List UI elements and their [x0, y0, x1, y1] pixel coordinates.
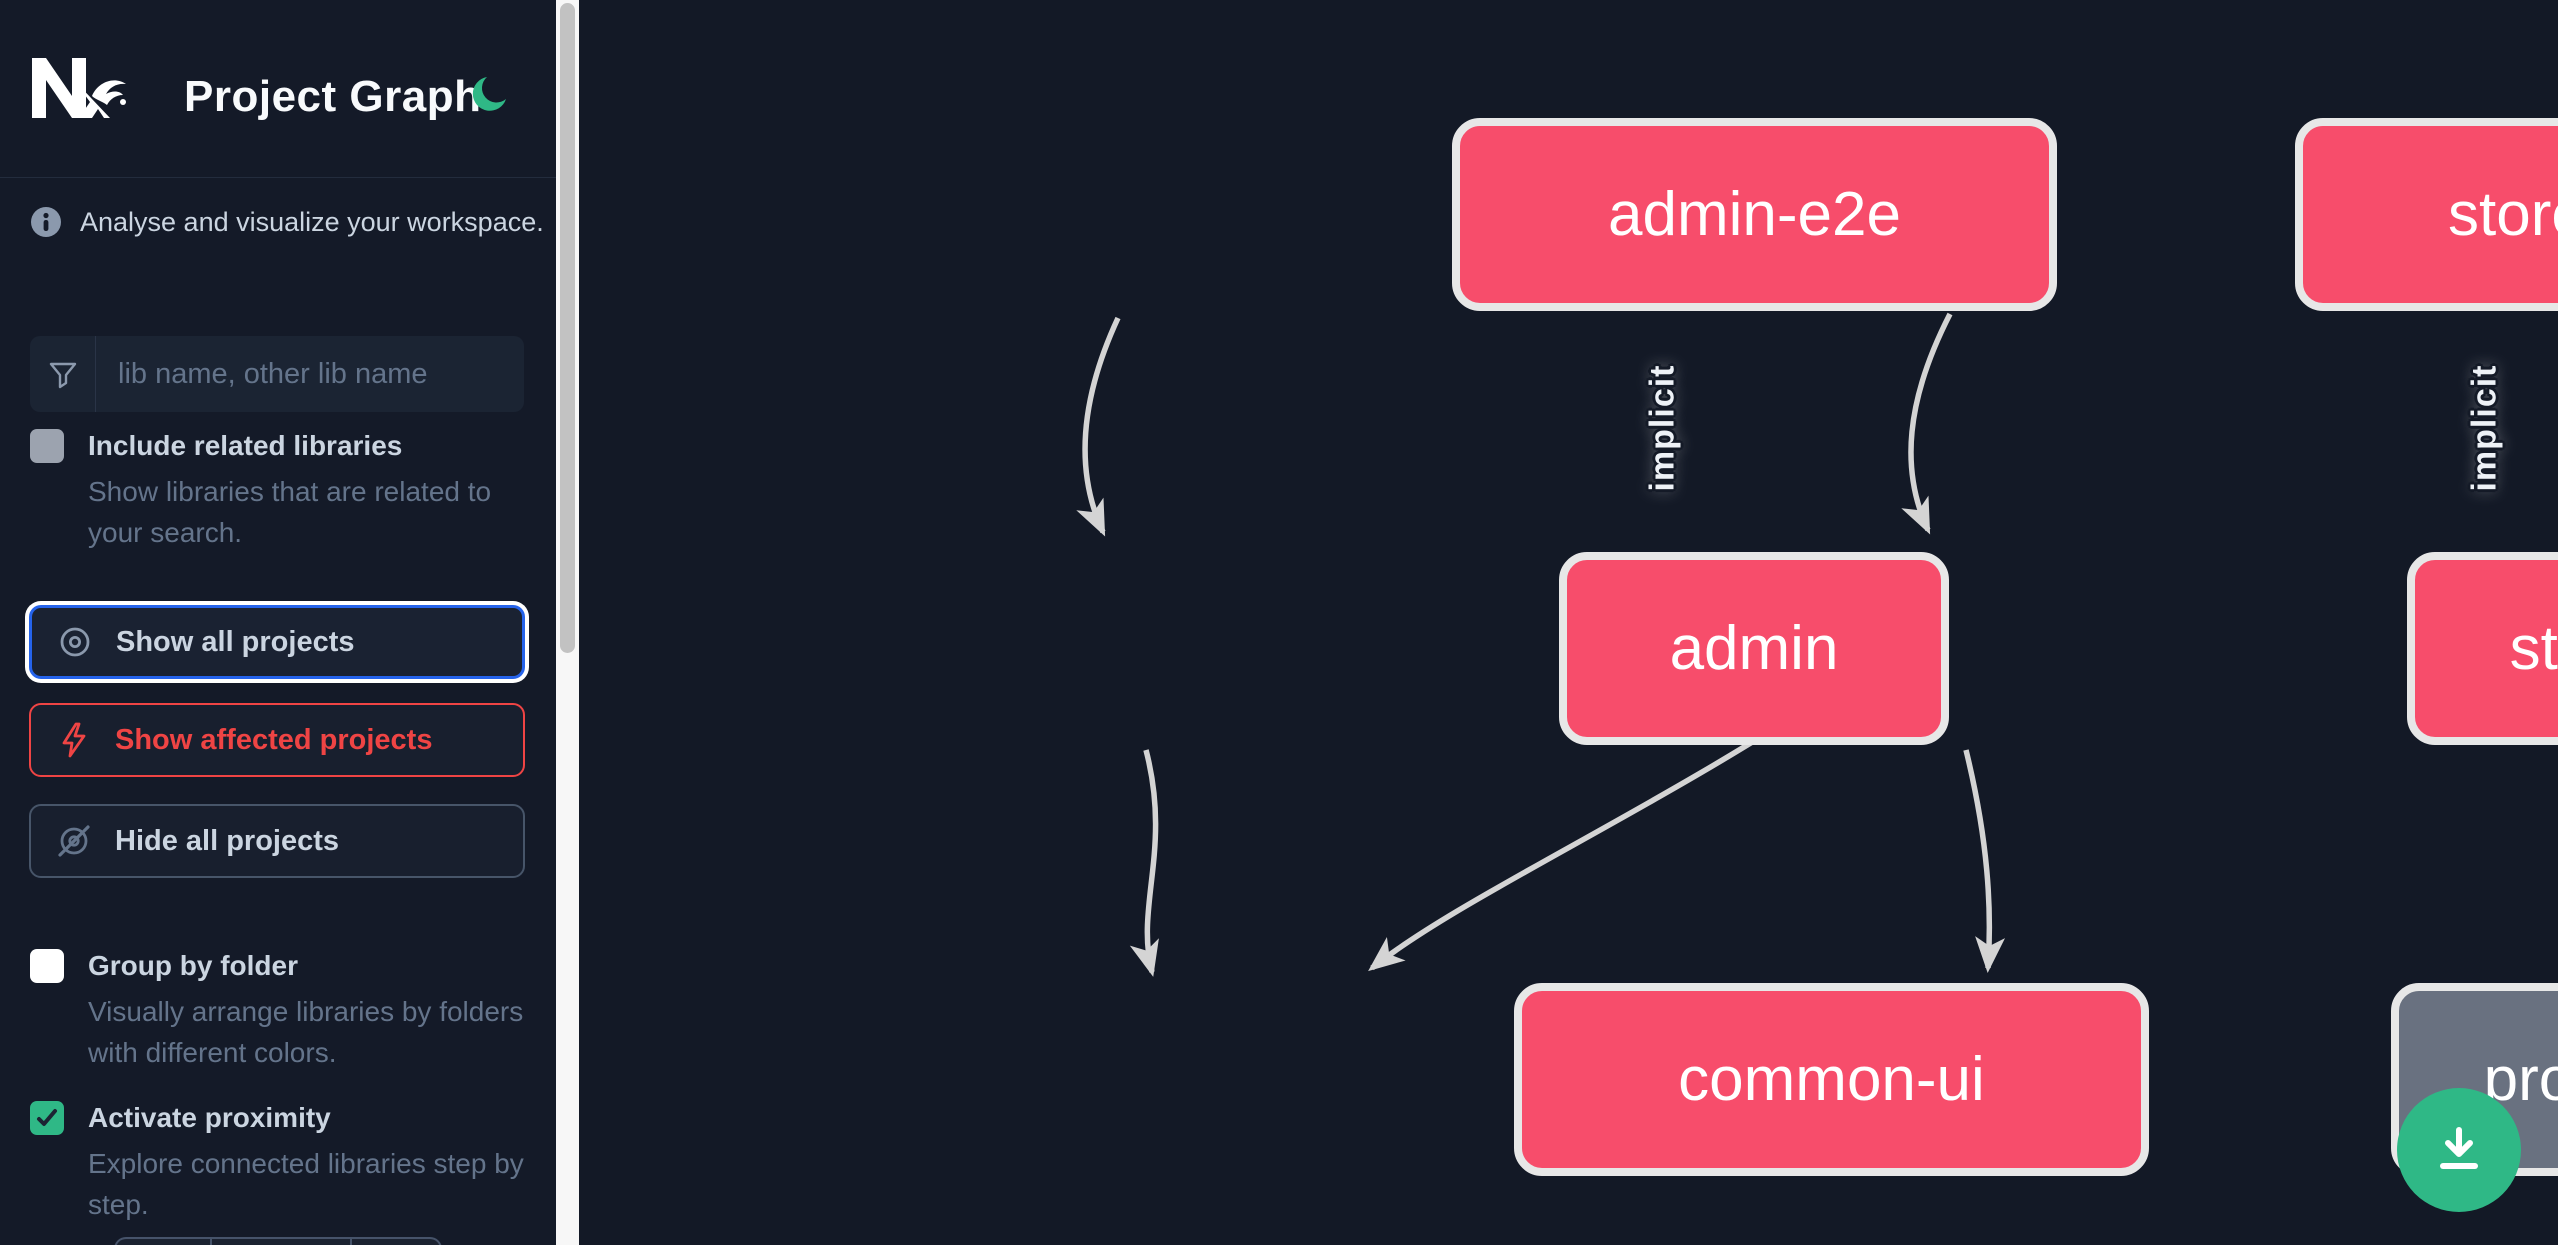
sidebar: Project Graph Analyse and visualize your…	[0, 0, 556, 1245]
graph-node-common-ui[interactable]: common-ui	[1514, 983, 2149, 1176]
search-input[interactable]	[96, 336, 524, 412]
download-image-button[interactable]	[2397, 1088, 2521, 1212]
checkbox-description: Visually arrange libraries by folders wi…	[88, 996, 524, 1068]
download-icon	[2440, 1127, 2478, 1169]
theme-toggle-button[interactable]	[466, 70, 514, 118]
sidebar-scrollbar[interactable]	[556, 0, 579, 1245]
graph-canvas[interactable]: implicit implicit admin-e2e store-e2e ad…	[579, 0, 2558, 1245]
show-affected-projects-button[interactable]: Show affected projects	[29, 703, 525, 777]
page-title: Project Graph	[184, 72, 482, 121]
activate-proximity-checkbox[interactable]	[30, 1101, 64, 1135]
node-label: store	[2509, 614, 2558, 683]
nx-logo	[32, 58, 126, 118]
edge-label-implicit: implicit	[2465, 364, 2504, 492]
edge-label-implicit: implicit	[1643, 364, 1682, 492]
checkbox-label: Include related libraries	[88, 430, 403, 461]
segment-button[interactable]	[212, 1239, 352, 1245]
edge-store-products	[1963, 749, 2006, 973]
checkbox-description: Show libraries that are related to your …	[88, 476, 492, 548]
scrollbar-thumb[interactable]	[560, 3, 575, 653]
checkbox-label: Group by folder	[88, 950, 298, 981]
node-label: common-ui	[1678, 1045, 1985, 1114]
info-icon	[31, 207, 61, 237]
proximity-depth-segmented-control[interactable]	[114, 1237, 442, 1245]
moon-icon	[472, 77, 506, 111]
group-by-folder-row: Group by folder Visually arrange librari…	[30, 946, 526, 1073]
filter-icon	[30, 336, 96, 412]
button-label: Hide all projects	[115, 824, 340, 857]
graph-node-store[interactable]: store	[2407, 552, 2558, 745]
checkbox-description: Explore connected libraries step by step…	[88, 1148, 524, 1220]
hide-all-projects-button[interactable]: Hide all projects	[29, 804, 525, 878]
workspace-tagline: Analyse and visualize your workspace.	[80, 206, 544, 237]
sidebar-header: Project Graph	[0, 0, 556, 178]
edge-admin-common-ui	[1129, 749, 1159, 977]
graph-node-admin-e2e[interactable]: admin-e2e	[1452, 118, 2057, 311]
node-label: store-e2e	[2448, 180, 2558, 249]
graph-node-store-e2e[interactable]: store-e2e	[2295, 118, 2558, 311]
group-by-folder-checkbox[interactable]	[30, 949, 64, 983]
segment-button[interactable]	[116, 1239, 212, 1245]
include-related-checkbox[interactable]	[30, 429, 64, 463]
activate-proximity-row: Activate proximity Explore connected lib…	[30, 1098, 526, 1225]
checkbox-label: Activate proximity	[88, 1102, 331, 1133]
graph-node-admin[interactable]: admin	[1559, 552, 1949, 745]
edge-admin-e2e-admin	[1076, 316, 1121, 537]
workspace-tagline-row: Analyse and visualize your workspace.	[30, 206, 544, 238]
node-label: admin	[1669, 614, 1839, 683]
eye-icon	[60, 627, 90, 657]
eye-off-icon	[58, 825, 90, 857]
search-box	[30, 336, 524, 412]
edge-store-e2e-store	[1901, 312, 1953, 535]
node-label: admin-e2e	[1608, 180, 1901, 249]
check-icon	[37, 1109, 57, 1126]
show-all-projects-button[interactable]: Show all projects	[29, 605, 525, 679]
bolt-icon	[62, 722, 86, 758]
button-label: Show affected projects	[115, 723, 433, 756]
button-label: Show all projects	[116, 625, 355, 658]
segment-button[interactable]	[352, 1239, 440, 1245]
include-related-row: Include related libraries Show libraries…	[30, 426, 526, 553]
